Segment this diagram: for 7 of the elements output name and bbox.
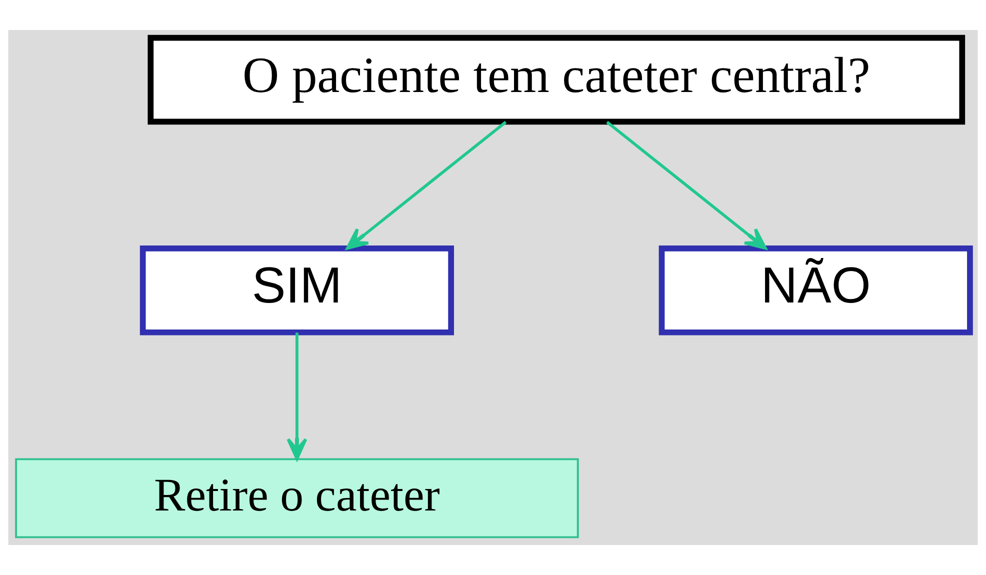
node-box: NÃO — [658, 246, 973, 336]
arrow — [286, 332, 308, 460]
node-box: Retire o cateter — [15, 458, 579, 538]
arrow — [606, 120, 767, 250]
arrow — [346, 120, 507, 250]
node-box: O paciente tem cateter central? — [148, 34, 966, 125]
node-box: SIM — [140, 246, 454, 336]
